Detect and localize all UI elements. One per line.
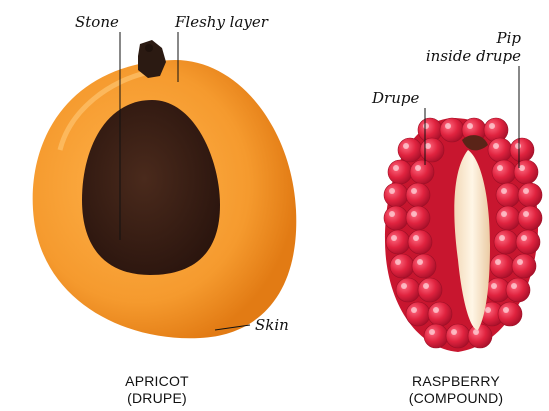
drupelet — [428, 302, 452, 326]
drupelet — [498, 302, 522, 326]
drupelet — [412, 254, 436, 278]
drupelet — [386, 230, 410, 254]
drupelet-highlight — [503, 307, 509, 313]
drupelet-highlight — [423, 283, 429, 289]
drupelet-highlight — [521, 235, 527, 241]
drupelet-highlight — [493, 143, 499, 149]
drupelet-highlight — [391, 235, 397, 241]
drupelet-highlight — [485, 307, 491, 313]
drupelet-highlight — [517, 259, 523, 265]
drupelet-highlight — [511, 283, 517, 289]
drupelet-highlight — [467, 123, 473, 129]
drupelet — [398, 138, 422, 162]
drupelet — [518, 206, 542, 230]
drupelet-highlight — [501, 211, 507, 217]
drupelet — [396, 278, 420, 302]
drupelet-highlight — [411, 188, 417, 194]
apricot-stem-tip — [145, 44, 153, 52]
drupelet — [384, 183, 408, 207]
drupelet — [516, 230, 540, 254]
skin-label: Skin — [255, 316, 289, 334]
drupelet-highlight — [497, 165, 503, 171]
drupelet-highlight — [501, 188, 507, 194]
drupelet-highlight — [491, 283, 497, 289]
drupelet-highlight — [403, 143, 409, 149]
drupelet — [514, 160, 538, 184]
drupelet-highlight — [411, 211, 417, 217]
drupelet — [390, 254, 414, 278]
drupelet — [388, 160, 412, 184]
drupelet-highlight — [499, 235, 505, 241]
apricot-illustration — [33, 40, 297, 338]
drupelet — [406, 302, 430, 326]
apricot-caption-line1: APRICOT — [125, 373, 189, 389]
drupelet — [488, 138, 512, 162]
drupelet — [492, 160, 516, 184]
drupelet — [406, 183, 430, 207]
drupelet-highlight — [429, 329, 435, 335]
raspberry-caption-line2: (COMPOUND) — [409, 390, 504, 406]
drupelet-highlight — [401, 283, 407, 289]
pip-label: Pip — [496, 29, 522, 47]
drupelet-highlight — [425, 143, 431, 149]
drupelet — [424, 324, 448, 348]
stone-label: Stone — [75, 13, 119, 31]
drupelet — [512, 254, 536, 278]
drupelet-highlight — [451, 329, 457, 335]
drupelet-highlight — [423, 123, 429, 129]
drupelet-highlight — [489, 123, 495, 129]
drupe-label: Drupe — [371, 89, 419, 107]
drupelet — [518, 183, 542, 207]
drupelet-highlight — [395, 259, 401, 265]
drupelet-highlight — [519, 165, 525, 171]
drupelet-highlight — [389, 188, 395, 194]
drupelet — [490, 254, 514, 278]
drupelet — [510, 138, 534, 162]
drupelet-highlight — [495, 259, 501, 265]
apricot-caption-line2: (DRUPE) — [127, 390, 187, 406]
drupelet-highlight — [411, 307, 417, 313]
drupelet — [420, 138, 444, 162]
fleshy-layer-label: Fleshy layer — [174, 13, 269, 31]
drupelet-highlight — [393, 165, 399, 171]
drupelet-highlight — [473, 329, 479, 335]
drupelet-highlight — [417, 259, 423, 265]
drupelet — [496, 206, 520, 230]
drupelet — [410, 160, 434, 184]
drupelet — [440, 118, 464, 142]
drupelet — [506, 278, 530, 302]
drupelet — [496, 183, 520, 207]
raspberry-caption-line1: RASPBERRY — [412, 373, 500, 389]
drupelet-highlight — [389, 211, 395, 217]
drupelet — [418, 278, 442, 302]
drupelet — [446, 324, 470, 348]
drupelet — [468, 324, 492, 348]
drupelet-highlight — [433, 307, 439, 313]
drupelet-highlight — [515, 143, 521, 149]
pip-sublabel: inside drupe — [426, 47, 521, 65]
drupelet — [408, 230, 432, 254]
drupelet-highlight — [413, 235, 419, 241]
drupelet-highlight — [523, 211, 529, 217]
drupelet-highlight — [415, 165, 421, 171]
raspberry-illustration — [384, 118, 542, 352]
drupelet-highlight — [523, 188, 529, 194]
drupelet-highlight — [445, 123, 451, 129]
drupelet — [384, 206, 408, 230]
drupelet — [406, 206, 430, 230]
drupelet — [494, 230, 518, 254]
